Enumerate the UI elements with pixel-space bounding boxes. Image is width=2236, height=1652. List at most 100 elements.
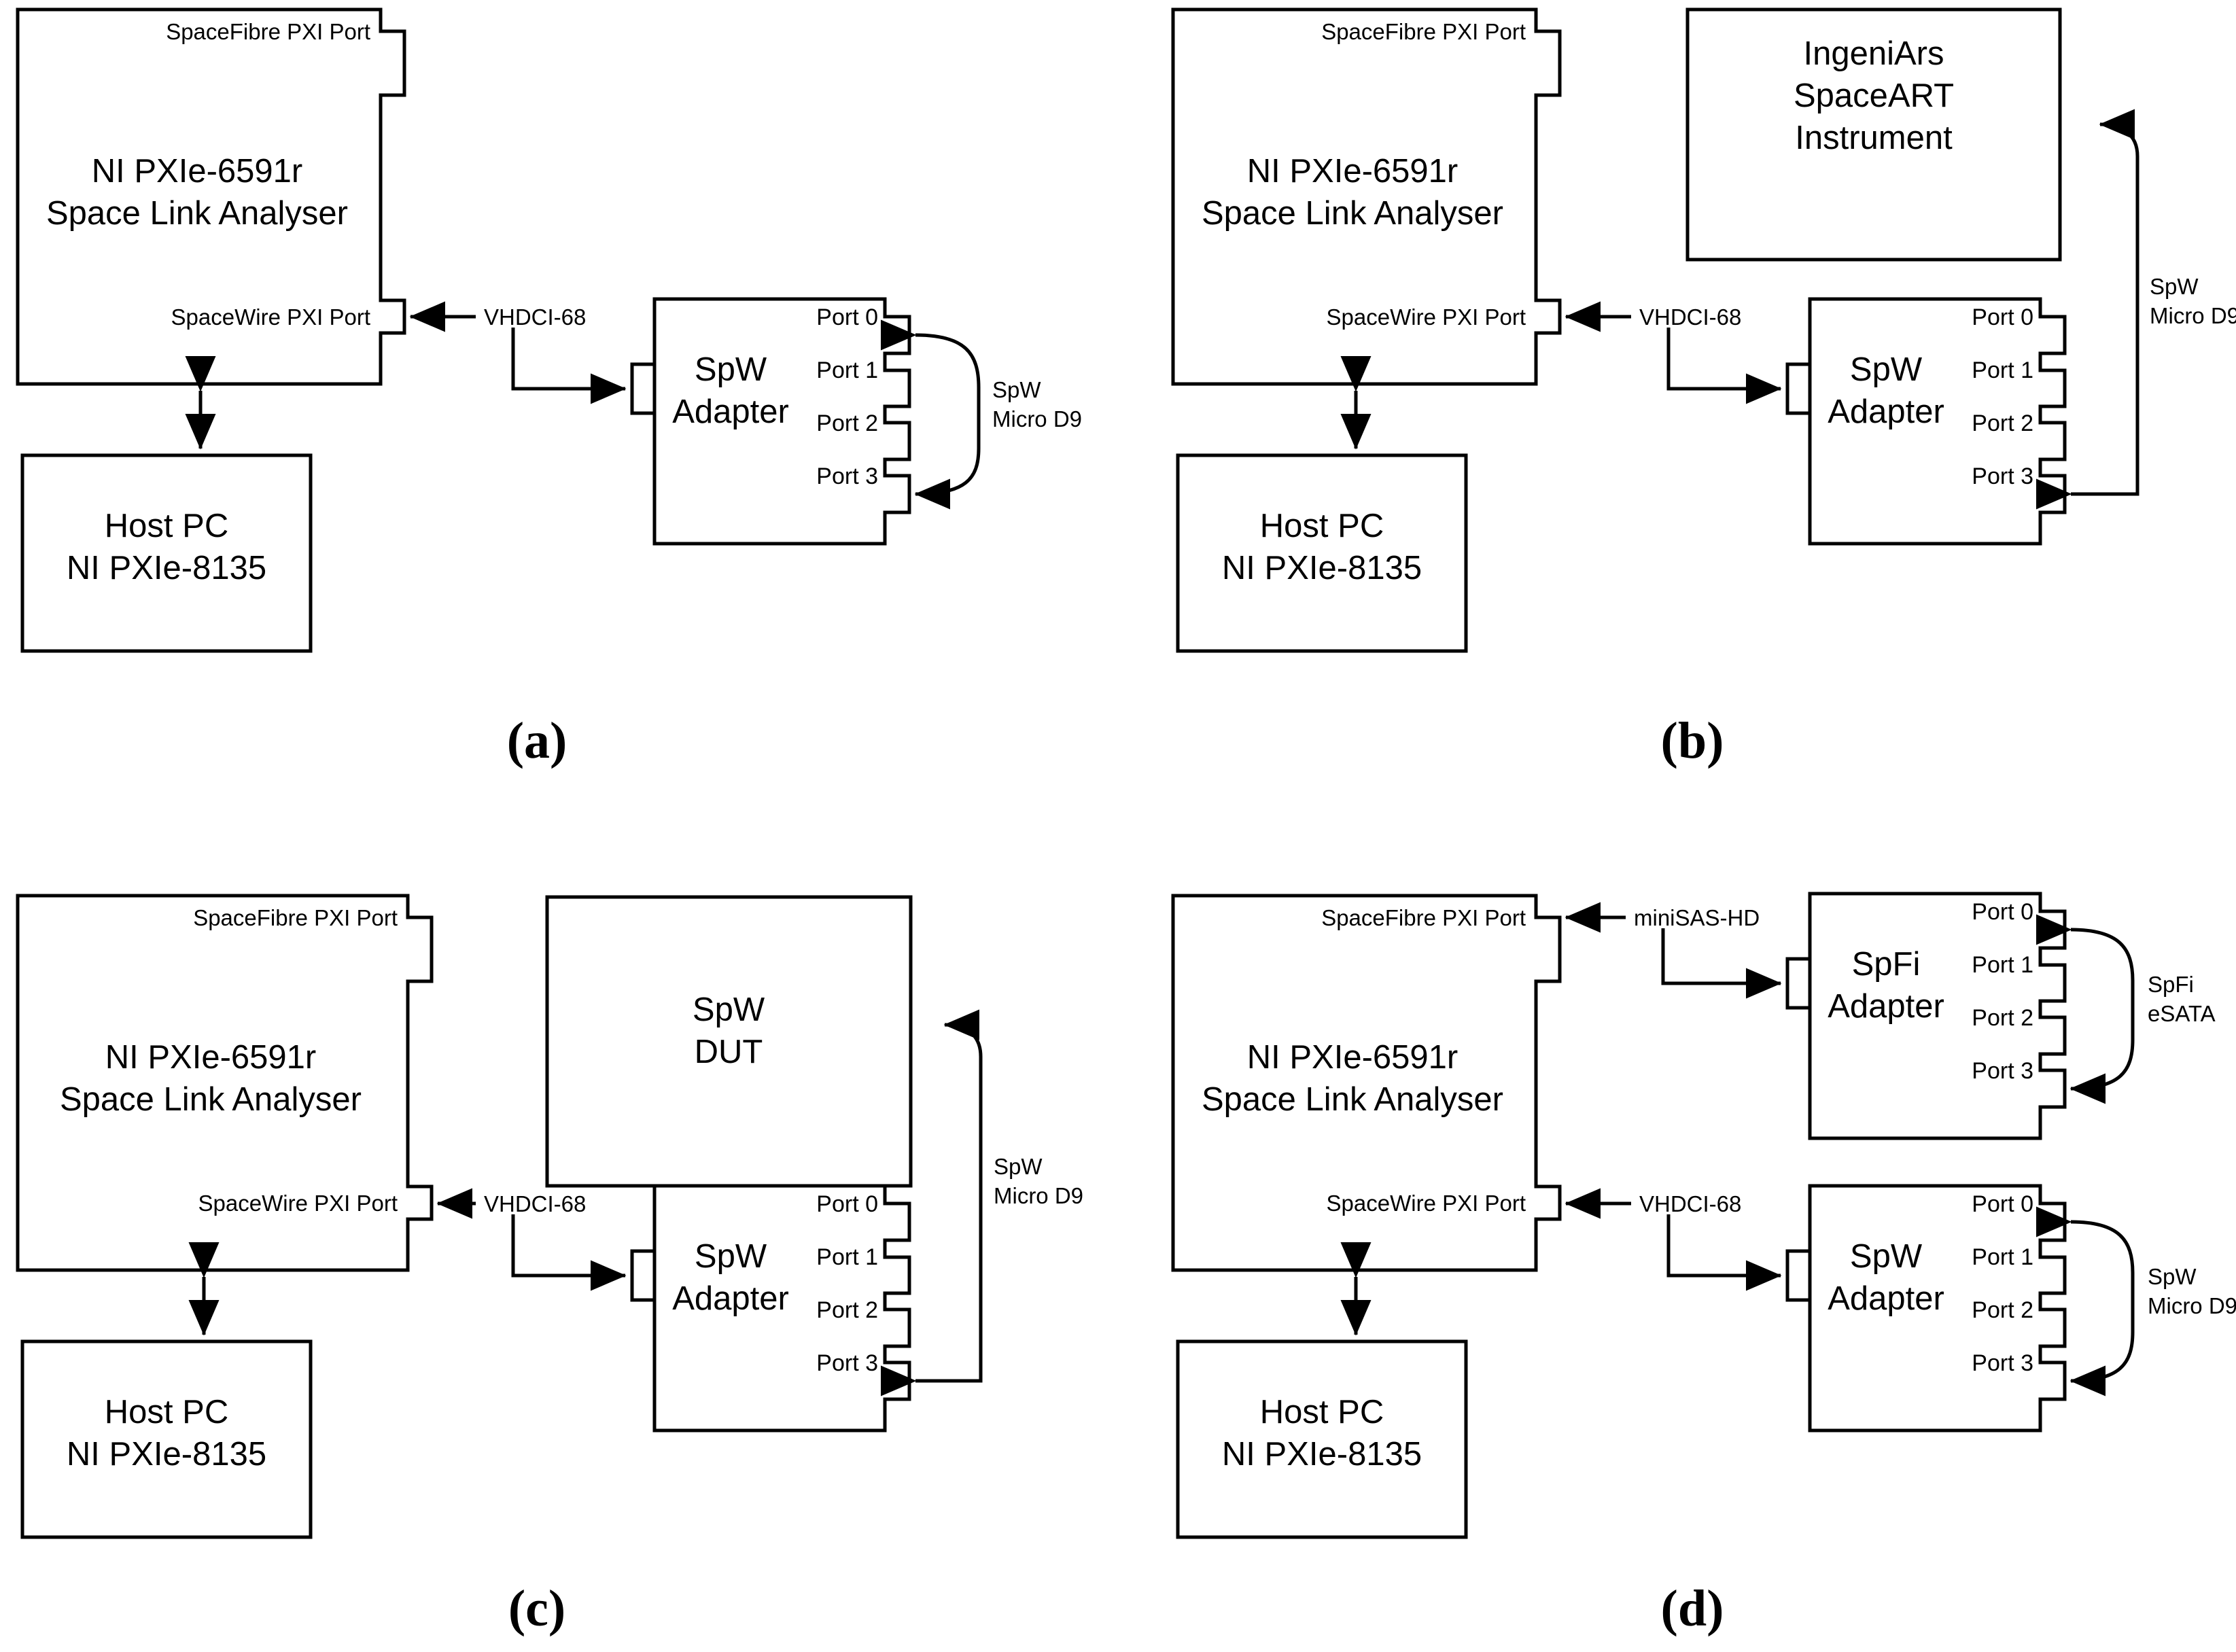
spw-loopback-a <box>880 319 981 510</box>
spacewire-port-label-d: SpaceWire PXI Port <box>1327 1191 1526 1216</box>
port3-label-a: Port 3 <box>816 463 878 489</box>
spaceart-line2-b: SpaceART <box>1794 77 1954 114</box>
port1-label-b: Port 1 <box>1972 357 2033 383</box>
spw-adapter-line2-d: Adapter <box>1828 1280 1944 1317</box>
host-pc-box-a <box>20 453 313 653</box>
spw-dut-line2-c: DUT <box>695 1034 763 1070</box>
spw-port1-label-d: Port 1 <box>1972 1244 2033 1270</box>
spfi-port3-label-d: Port 3 <box>1972 1058 2033 1084</box>
analyser-line1-b: NI PXIe-6591r <box>1247 153 1458 190</box>
spacewire-port-label-c: SpaceWire PXI Port <box>198 1191 398 1216</box>
spw-adapter-line2-a: Adapter <box>672 393 789 430</box>
vhdci-label-b: VHDCI-68 <box>1639 304 1741 330</box>
minisas-route-d <box>1661 928 1782 999</box>
spfi-cable-label-line2-d: eSATA <box>2148 1001 2216 1026</box>
port0-label-c: Port 0 <box>816 1191 878 1217</box>
panel-c: SpaceFibre PXI Port SpaceWire PXI Port N… <box>16 894 1083 1637</box>
spw-cable-label-line1-a: SpW <box>992 377 1041 402</box>
spfi-adapter-line1-d: SpFi <box>1852 946 1921 983</box>
spw-cable-label-line2-c: Micro D9 <box>994 1183 1083 1208</box>
spw-link-b <box>2036 109 2139 510</box>
analyser-line2-a: Space Link Analyser <box>46 195 348 232</box>
spfi-port1-label-d: Port 1 <box>1972 952 2033 978</box>
port0-label-a: Port 0 <box>816 304 878 330</box>
spfi-port2-label-d: Port 2 <box>1972 1005 2033 1031</box>
port3-label-c: Port 3 <box>816 1350 878 1376</box>
vhdci-route-a <box>511 328 627 404</box>
analyser-line2-c: Space Link Analyser <box>60 1081 362 1118</box>
panel-b: SpaceFibre PXI Port SpaceWire PXI Port N… <box>1171 7 2236 769</box>
port1-label-c: Port 1 <box>816 1244 878 1270</box>
spw-adapter-left-connector-d <box>1785 1249 1810 1302</box>
spw-loopback-d <box>2036 1206 2135 1396</box>
spfi-port0-label-d: Port 0 <box>1972 899 2033 925</box>
port2-label-c: Port 2 <box>816 1297 878 1323</box>
host-pc-line2-b: NI PXIe-8135 <box>1222 550 1422 586</box>
spw-cable-label-line1-c: SpW <box>994 1154 1043 1179</box>
vhdci-label-c: VHDCI-68 <box>484 1191 586 1216</box>
panel-a: SpaceFibre PXI Port SpaceWire PXI Port N… <box>16 7 1082 769</box>
spacefibre-port-label-c: SpaceFibre PXI Port <box>193 905 398 930</box>
spw-cable-label-line2-d: Micro D9 <box>2148 1293 2236 1318</box>
host-pc-line2-c: NI PXIe-8135 <box>67 1436 266 1473</box>
vhdci-route-c <box>511 1214 627 1291</box>
spfi-adapter-left-connector-d <box>1785 957 1810 1010</box>
analyser-line1-a: NI PXIe-6591r <box>92 153 303 190</box>
spacefibre-port-label-d: SpaceFibre PXI Port <box>1321 905 1526 930</box>
spacefibre-port-label-a: SpaceFibre PXI Port <box>166 19 370 44</box>
spw-adapter-line2-c: Adapter <box>672 1280 789 1317</box>
spw-cable-label-line2-b: Micro D9 <box>2150 303 2236 328</box>
analyser-box-d <box>1171 894 1562 1272</box>
vhdci-route-d <box>1666 1214 1782 1291</box>
spw-dut-line1-c: SpW <box>693 991 765 1028</box>
analyser-line1-d: NI PXIe-6591r <box>1247 1039 1458 1076</box>
spw-cable-label-line1-b: SpW <box>2150 274 2199 299</box>
host-pc-box-d <box>1176 1339 1468 1539</box>
spw-adapter-line1-d: SpW <box>1850 1238 1923 1275</box>
minisas-label-d: miniSAS-HD <box>1634 905 1760 930</box>
vhdci-label-d: VHDCI-68 <box>1639 1191 1741 1216</box>
spacefibre-port-label-b: SpaceFibre PXI Port <box>1321 19 1526 44</box>
host-pc-line2-a: NI PXIe-8135 <box>67 550 266 586</box>
analyser-line2-d: Space Link Analyser <box>1202 1081 1503 1118</box>
vhdci-label-a: VHDCI-68 <box>484 304 586 330</box>
host-pc-box-c <box>20 1339 313 1539</box>
spfi-adapter-line2-d: Adapter <box>1828 988 1944 1025</box>
spaceart-instrument-box-b <box>1685 7 2062 262</box>
spfi-loopback-d <box>2036 914 2135 1104</box>
port1-label-a: Port 1 <box>816 357 878 383</box>
spw-cable-label-line2-a: Micro D9 <box>992 406 1082 432</box>
vhdci-route-b <box>1666 328 1782 404</box>
spacewire-port-label-a: SpaceWire PXI Port <box>171 304 370 330</box>
spacewire-port-label-b: SpaceWire PXI Port <box>1327 304 1526 330</box>
spw-port3-label-d: Port 3 <box>1972 1350 2033 1376</box>
host-pc-line1-d: Host PC <box>1260 1394 1384 1430</box>
spw-adapter-left-connector-b <box>1785 362 1810 415</box>
panel-label-c: (c) <box>508 1580 565 1637</box>
analyser-box-b <box>1171 7 1562 386</box>
panel-label-d: (d) <box>1661 1580 1724 1637</box>
spw-port0-label-d: Port 0 <box>1972 1191 2033 1217</box>
host-pc-box-b <box>1176 453 1468 653</box>
host-pc-line1-b: Host PC <box>1260 508 1384 544</box>
spw-adapter-left-connector-a <box>630 362 654 415</box>
port2-label-b: Port 2 <box>1972 410 2033 436</box>
spw-port2-label-d: Port 2 <box>1972 1297 2033 1323</box>
host-pc-line1-a: Host PC <box>105 508 228 544</box>
spw-cable-label-line1-d: SpW <box>2148 1264 2197 1289</box>
spfi-cable-label-line1-d: SpFi <box>2148 972 2194 997</box>
analyser-line2-b: Space Link Analyser <box>1202 195 1503 232</box>
spw-dut-box-c <box>545 895 913 1188</box>
port0-label-b: Port 0 <box>1972 304 2033 330</box>
spw-link-c <box>881 1009 983 1396</box>
analyser-box-c <box>16 894 434 1272</box>
panel-d: SpaceFibre PXI Port SpaceWire PXI Port N… <box>1171 892 2236 1637</box>
port2-label-a: Port 2 <box>816 410 878 436</box>
spw-adapter-line1-b: SpW <box>1850 351 1923 388</box>
spaceart-line3-b: Instrument <box>1795 120 1953 156</box>
analyser-box-a <box>16 7 406 386</box>
spw-adapter-line1-c: SpW <box>695 1238 767 1275</box>
spaceart-line1-b: IngeniArs <box>1803 35 1944 72</box>
host-pc-line2-d: NI PXIe-8135 <box>1222 1436 1422 1473</box>
spw-adapter-line1-a: SpW <box>695 351 767 388</box>
